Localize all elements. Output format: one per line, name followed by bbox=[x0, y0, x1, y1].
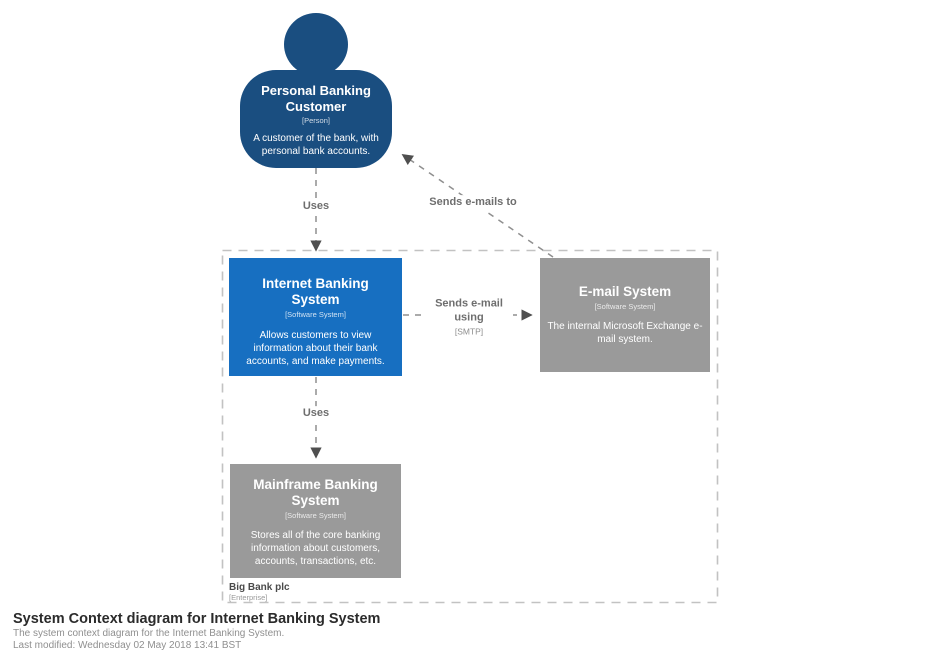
system-email-description: The internal Microsoft Exchange e-mail s… bbox=[547, 321, 703, 346]
relationship-label-uses-bottom: Uses bbox=[299, 406, 333, 422]
system-mainframe-name: Mainframe Banking System bbox=[253, 477, 378, 509]
enterprise-boundary-label: Big Bank plc [Enterprise] bbox=[229, 582, 290, 602]
relationship-technology-smtp: [SMTP] bbox=[454, 325, 484, 336]
system-email: E-mail System [Software System] The inte… bbox=[540, 258, 710, 372]
diagram-title: System Context diagram for Internet Bank… bbox=[13, 611, 381, 627]
person-type: [Person] bbox=[302, 116, 330, 126]
relationship-label-sends-emails-to: Sends e-mails to bbox=[426, 195, 520, 211]
system-email-type: [Software System] bbox=[594, 302, 656, 312]
system-internet-banking-type: [Software System] bbox=[285, 310, 346, 320]
person-personal-banking-customer: Personal Banking Customer [Person] A cus… bbox=[240, 70, 392, 168]
diagram-description: The system context diagram for the Inter… bbox=[13, 628, 285, 639]
enterprise-boundary-name: Big Bank plc bbox=[229, 582, 290, 593]
person-head bbox=[284, 13, 348, 76]
relationship-label-sends-email-using-text: Sends e-mail using bbox=[435, 297, 503, 324]
diagram-last-modified: Last modified: Wednesday 02 May 2018 13:… bbox=[13, 640, 242, 651]
system-internet-banking-description: Allows customers to view information abo… bbox=[246, 330, 385, 368]
relationship-label-uses-top: Uses bbox=[299, 199, 333, 215]
person-description: A customer of the bank, with personal ba… bbox=[253, 133, 379, 158]
system-email-name: E-mail System bbox=[578, 284, 672, 299]
relationship-label-sends-email-using: Sends e-mail using [SMTP] bbox=[425, 296, 513, 338]
system-mainframe-description: Stores all of the core banking informati… bbox=[250, 530, 381, 568]
system-mainframe-type: [Software System] bbox=[285, 511, 346, 521]
person-name: Personal Banking Customer bbox=[261, 83, 371, 114]
system-mainframe: Mainframe Banking System [Software Syste… bbox=[230, 464, 401, 578]
system-internet-banking-name: Internet Banking System bbox=[262, 276, 369, 308]
enterprise-boundary-type: [Enterprise] bbox=[229, 592, 268, 602]
system-internet-banking: Internet Banking System [Software System… bbox=[229, 258, 402, 376]
